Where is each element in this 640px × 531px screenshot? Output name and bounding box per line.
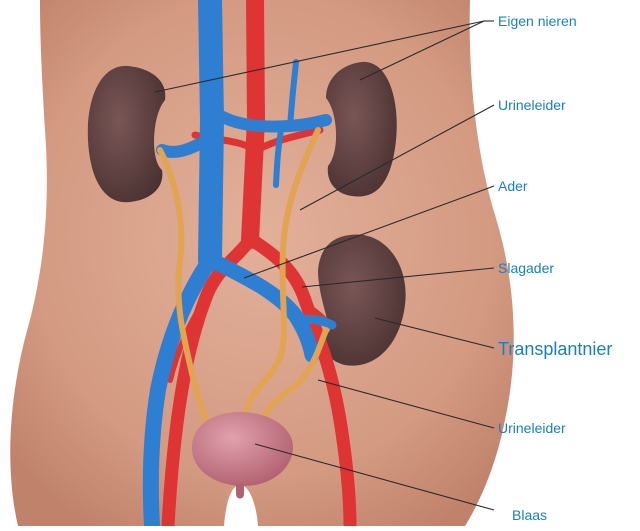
label-urineleider-top: Urineleider bbox=[498, 97, 566, 113]
label-blaas: Blaas bbox=[512, 507, 547, 523]
label-eigen-nieren: Eigen nieren bbox=[498, 13, 577, 29]
own-kidney-left bbox=[88, 66, 166, 202]
label-transplantnier: Transplantnier bbox=[498, 339, 612, 359]
label-ader: Ader bbox=[498, 178, 528, 194]
label-urineleider-bottom: Urineleider bbox=[498, 420, 566, 436]
label-slagader: Slagader bbox=[498, 260, 554, 276]
